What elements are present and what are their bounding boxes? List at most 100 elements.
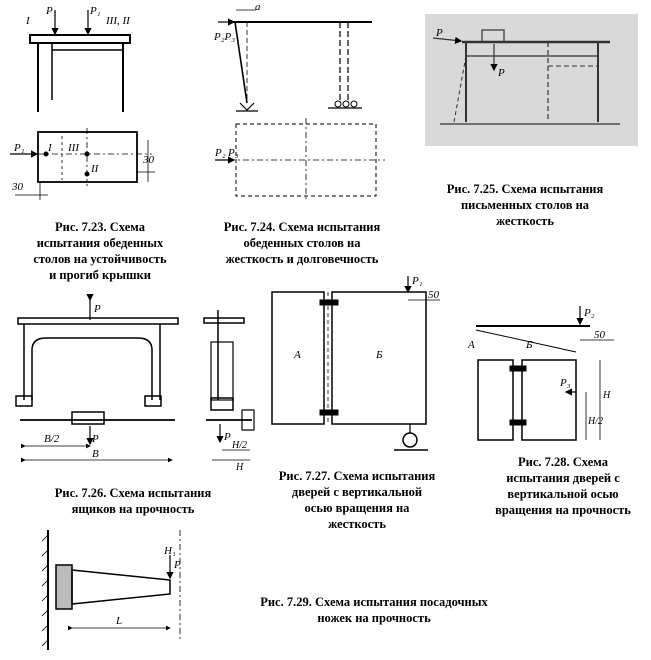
fig727-frame-a: [271, 291, 325, 425]
fig726-label-p-side: P: [223, 431, 231, 443]
fig724-label-p2p3: P₂P₃: [213, 31, 235, 43]
fig727-label-a: А: [293, 349, 301, 361]
fig729-caption: Рис. 7.29. Схема испытания посадочных но…: [234, 594, 514, 626]
fig727-caption-line: Рис. 7.27. Схема испытания: [278, 469, 436, 483]
fig726-label-h2: H/2: [231, 440, 247, 451]
fig729-caption-line: Рис. 7.29. Схема испытания посадочных: [260, 595, 488, 609]
fig729-label-l: L: [115, 615, 122, 627]
fig726-side-top: [203, 317, 245, 324]
fig728-diagram: [475, 306, 614, 441]
fig723-label-i-plan: I: [47, 142, 53, 154]
fig723-label-roman1: I: [25, 15, 31, 27]
fig725-load-p-left: [432, 36, 463, 44]
fig723-point-i: [43, 151, 49, 157]
fig724-diagram: [215, 9, 385, 200]
fig726-caption-line: ящиков на прочность: [71, 502, 195, 516]
fig727-label-b: Б: [375, 349, 383, 361]
fig727-caption-line: дверей с вертикальной: [291, 485, 423, 499]
fig723-label-roman32: III, II: [105, 15, 131, 27]
fig724-label-p3: P₃: [227, 147, 239, 159]
fig727-labels: P₁ 50 А Б: [293, 275, 440, 361]
fig725-caption-line: жесткость: [496, 214, 554, 228]
fig723-label-p1: P₁: [45, 5, 57, 17]
fig723-caption-line: Рис. 7.23. Схема: [55, 220, 145, 234]
fig724-caption: Рис. 7.24. Схема испытания обеденных сто…: [212, 219, 392, 267]
fig725-diagram: [432, 29, 620, 125]
fig723-point-iii: [84, 151, 90, 157]
fig723-tabletop: [29, 34, 131, 44]
fig726-load-block: [71, 411, 105, 425]
fig723-caption-line: испытания обеденных: [36, 236, 164, 250]
fig726-label-p-top: P: [93, 303, 101, 315]
fig723-caption-line: и прогиб крышки: [49, 268, 151, 282]
fig724-caption-line: обеденных столов на: [243, 236, 361, 250]
fig723-diagram: [10, 10, 155, 200]
fig728-label-h: H: [602, 390, 611, 401]
fig726-label-h: H: [235, 462, 244, 473]
fig728-label-a: А: [467, 339, 475, 351]
fig726-labels: P B/2 B P P H/2 H: [44, 303, 247, 473]
fig726-side-frame: [210, 341, 234, 401]
fig728-caption-line: вертикальной осью: [507, 487, 619, 501]
fig725-label-p-left: P: [435, 27, 443, 39]
fig725-caption-line: Рис. 7.25. Схема испытания: [446, 182, 604, 196]
fig728-caption-line: вращения на прочность: [495, 503, 631, 517]
fig728-labels: P₂ 50 А Б P₃ H/2 H: [467, 307, 611, 427]
fig726-side-clamp: [241, 409, 255, 431]
fig727-dial-gauge: [402, 432, 418, 448]
fig728-label-p2: P₂: [583, 307, 595, 319]
fig724-label-a: a: [255, 1, 261, 13]
fig723-label-iii-plan: III: [67, 142, 80, 154]
fig728-door-b: [521, 359, 577, 441]
fig723-label-p1b: P₁: [89, 5, 101, 17]
fig725-caption-line: письменных столов на: [460, 198, 590, 212]
fig728-caption: Рис. 7.28. Схема испытания дверей с верт…: [480, 454, 646, 518]
fig727-diagram: [271, 276, 440, 451]
fig724-caption-line: жесткость и долговечность: [225, 252, 379, 266]
fig728-caption-line: Рис. 7.28. Схема: [518, 455, 608, 469]
fig727-hinge-top: [319, 299, 339, 306]
fig725-leg-deflected: [453, 55, 467, 123]
fig724-labels: a P₂P₃ P₂ P₃: [213, 1, 261, 159]
fig726-diagram: [15, 294, 255, 463]
fig728-frame-a: [477, 359, 514, 441]
fig729-labels: H₁ P L: [115, 545, 181, 627]
fig726-caption-line: Рис. 7.26. Схема испытания: [54, 486, 212, 500]
fig729-caption-line: ножек на прочность: [317, 611, 431, 625]
fig727-caption-line: жесткость: [328, 517, 386, 531]
fig725-load-block: [481, 29, 505, 43]
fig725-label-p-down: P: [497, 67, 505, 79]
fig729-label-p: P: [173, 559, 181, 571]
fig724-support-left: [239, 102, 255, 111]
fig726-top-beam: [17, 317, 179, 325]
fig725-caption: Рис. 7.25. Схема испытания письменных ст…: [420, 181, 630, 229]
fig727-door-b: [331, 291, 427, 425]
fig726-label-p-bottom: P: [91, 433, 99, 445]
fig725-labels: P P: [435, 27, 505, 79]
fig723-caption: Рис. 7.23. Схема испытания обеденных сто…: [20, 219, 180, 283]
fig727-caption: Рис. 7.27. Схема испытания дверей с верт…: [262, 468, 452, 532]
fig724-roller-2: [342, 100, 350, 108]
fig724-leg-left-deflected: [234, 21, 248, 104]
fig729-wall-hatch: [41, 534, 49, 647]
fig723-label-ii-plan: II: [90, 163, 100, 175]
fig727-label-50: 50: [428, 289, 440, 301]
fig724-roller-1: [334, 100, 342, 108]
fig723-caption-line: столов на устойчивость: [33, 252, 167, 266]
fig726-label-b2: B/2: [44, 433, 60, 445]
fig723-label-30-left: 30: [11, 181, 24, 193]
fig726-side-drawer: [210, 397, 234, 411]
fig729-clamp: [55, 564, 73, 610]
fig727-hinge-bottom: [319, 409, 339, 416]
fig726-runner-left: [15, 395, 33, 407]
fig723-labels: P₁ P₁ I III, II P₁ I III II 30 30: [11, 5, 155, 193]
fig729-label-h1: H₁: [163, 545, 176, 557]
fig728-label-h2: H/2: [587, 416, 603, 427]
fig728-caption-line: испытания дверей с: [506, 471, 620, 485]
fig723-label-p1-plan: P₁: [13, 142, 25, 154]
fig729-diagram: [41, 530, 181, 650]
fig728-hinge-bottom: [509, 419, 527, 426]
fig723-point-ii: [84, 171, 90, 177]
fig724-caption-line: Рис. 7.24. Схема испытания: [223, 220, 381, 234]
fig729-leg: [71, 569, 171, 605]
